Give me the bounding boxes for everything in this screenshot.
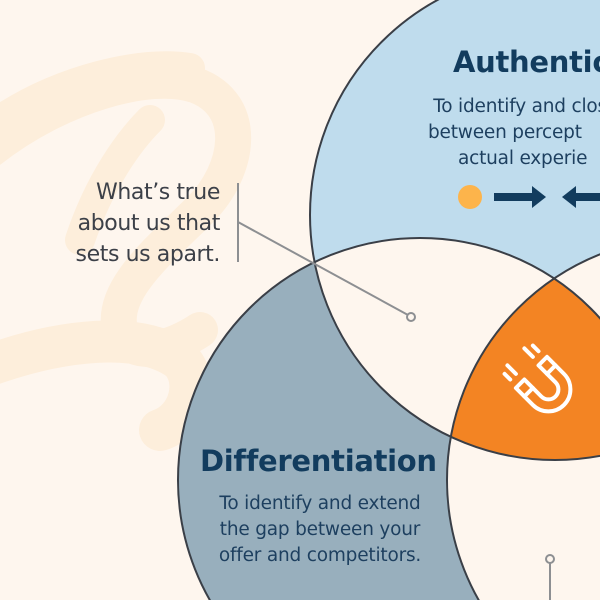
authenticity-description: To identify and clos between percept act… — [407, 94, 600, 172]
center-overlap — [447, 238, 600, 460]
arrow-left-icon — [562, 186, 600, 208]
description-line: actual experie — [458, 148, 588, 169]
third-circle-outline — [446, 253, 600, 600]
differentiation-description: To identify and extend the gap between y… — [195, 491, 445, 569]
callout-line: What’s true — [95, 180, 220, 205]
differentiation-title: Differentiation — [200, 444, 437, 478]
description-line: To identify and clos — [433, 96, 600, 117]
bottom-leader — [545, 554, 555, 600]
callout-leader — [237, 183, 416, 322]
description-line: To identify and extend — [219, 493, 421, 514]
callout-text: What’s true about us that sets us apart. — [75, 177, 221, 270]
description-line: the gap between your — [219, 519, 421, 540]
authenticity-outline — [309, 0, 600, 461]
authenticity-title: Authentic — [453, 45, 600, 79]
callout-line: about us that — [77, 211, 221, 236]
callout-line: sets us apart. — [75, 242, 221, 267]
circle-dot-icon — [458, 185, 482, 209]
magnet-icon — [502, 343, 573, 414]
description-line: offer and competitors. — [218, 545, 422, 566]
background-swirl — [0, 51, 252, 451]
description-line: between percept — [428, 122, 582, 143]
differentiation-outline — [177, 237, 600, 600]
arrow-right-icon — [494, 186, 546, 208]
